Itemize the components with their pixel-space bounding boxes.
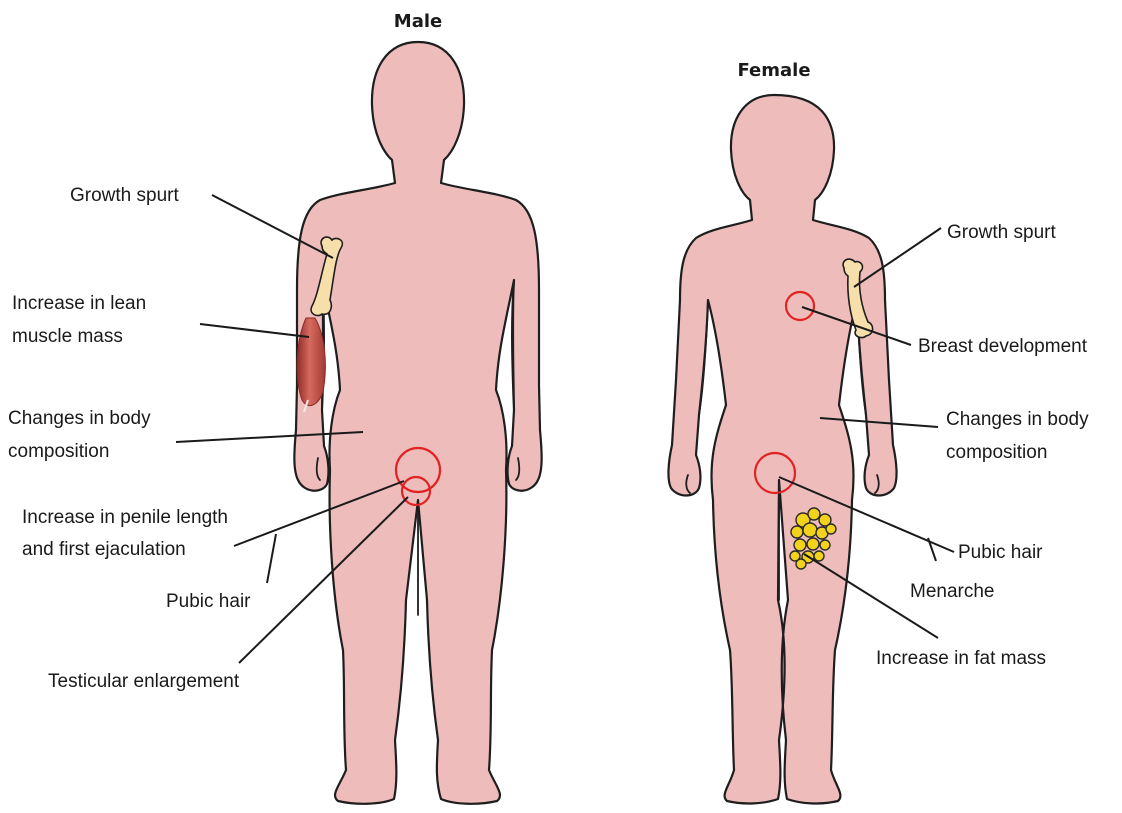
male-body-comp-label-line1: Changes in body: [8, 408, 151, 429]
male-pubic-hair-leader: [267, 534, 276, 583]
female-growth-spurt-label: Growth spurt: [947, 222, 1056, 243]
male-testicular-label: Testicular enlargement: [48, 671, 240, 692]
male-muscle-icon: [297, 318, 325, 406]
female-menarche-leader: [928, 538, 936, 561]
female-fat-mass-label: Increase in fat mass: [876, 648, 1046, 669]
female-body-silhouette: [668, 95, 896, 803]
male-lean-muscle-label-line2: muscle mass: [12, 326, 123, 347]
male-figure: [294, 42, 541, 804]
female-breast-label: Breast development: [918, 336, 1088, 357]
female-body-comp-label-line1: Changes in body: [946, 409, 1089, 430]
female-title: Female: [737, 60, 810, 81]
male-penile-label-line2: and first ejaculation: [22, 539, 186, 560]
male-lean-muscle-label-line1: Increase in lean: [12, 293, 146, 314]
male-lean-muscle-leader: [200, 324, 309, 337]
male-body-comp-label-line2: composition: [8, 441, 109, 462]
male-title: Male: [394, 11, 442, 32]
female-figure: [668, 95, 896, 803]
female-body-comp-label-line2: composition: [946, 442, 1047, 463]
male-pubic-hair-label: Pubic hair: [166, 591, 251, 612]
male-growth-spurt-label: Growth spurt: [70, 185, 179, 206]
female-pubic-hair-label: Pubic hair: [958, 542, 1043, 563]
male-left-arm-inner-line: [513, 280, 514, 410]
male-penile-label-line1: Increase in penile length: [22, 507, 228, 528]
female-menarche-label: Menarche: [910, 581, 995, 602]
male-body-silhouette: [294, 42, 541, 804]
